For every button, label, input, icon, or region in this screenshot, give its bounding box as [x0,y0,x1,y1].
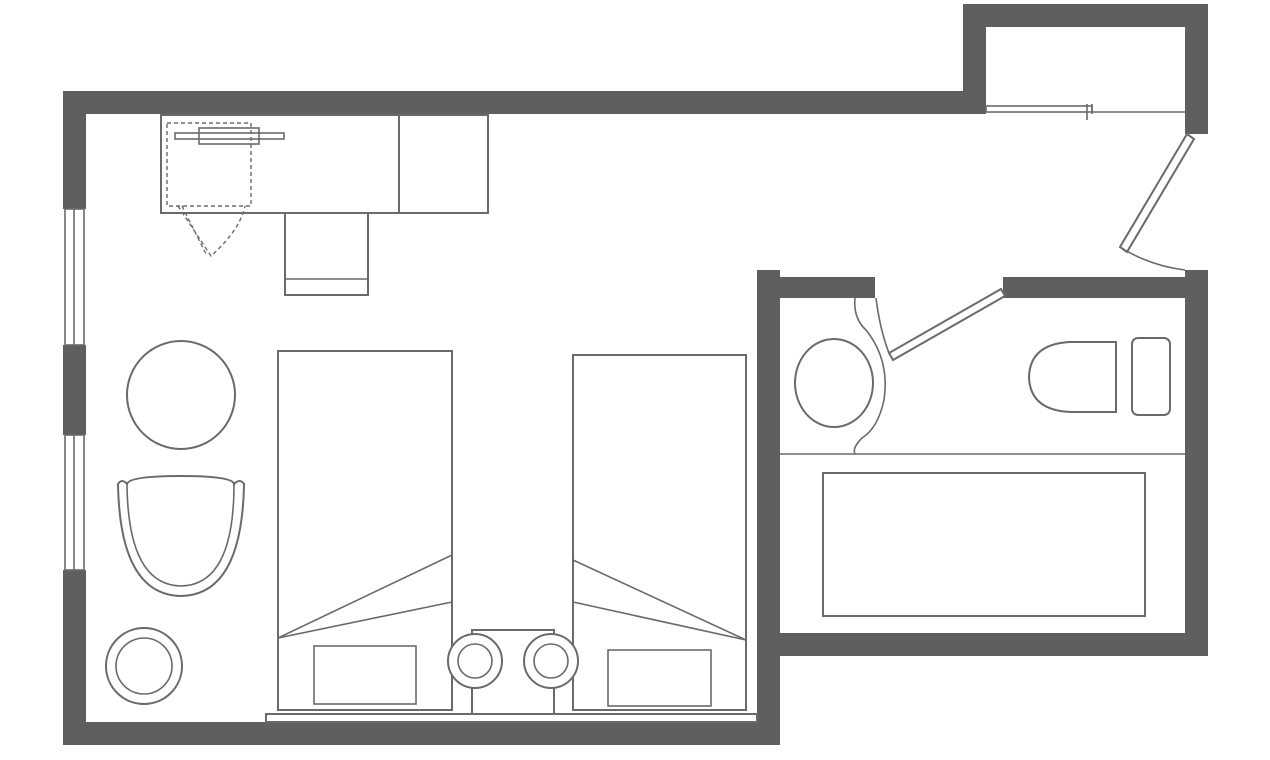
wall-entry-top [963,4,1208,27]
walls [63,4,1208,745]
wall-bottom [63,722,780,745]
safe-outline [166,122,252,207]
windows [64,208,85,571]
wall-right-lower [1185,270,1208,656]
lamp-right [523,633,579,689]
wall-left-lower [63,570,86,745]
toilet [1027,337,1171,416]
armchair[interactable] [116,474,246,598]
wall-bath-bottom [757,633,1208,656]
entry-closet-rail [985,104,1185,120]
window-lower [64,434,85,571]
wall-entry-right [1185,4,1208,134]
wall-left-mid [63,345,86,435]
desk [160,114,489,258]
desk-chair[interactable] [284,212,369,296]
wall-entry-left [963,4,986,114]
bathroom-door[interactable] [875,287,1007,362]
wall-bath-top-left [757,277,875,298]
headboard-ledge [265,713,758,723]
lamp-left [447,633,503,689]
wall-bath-left [757,270,780,745]
pillow-right [607,649,712,707]
wall-left-upper [63,91,86,209]
wall-bath-top-right [1003,277,1208,298]
nightstand [447,629,579,715]
sink [794,297,886,455]
tv [174,132,285,140]
bed-left[interactable] [277,350,453,711]
bed-right[interactable] [572,354,747,711]
tv-unit [398,114,489,214]
side-table [105,627,183,705]
bathtub [822,472,1146,617]
window-upper [64,208,85,346]
pillow-left [313,645,417,705]
entry-door[interactable] [1118,132,1196,271]
round-table [126,340,236,450]
wall-top [63,91,985,114]
